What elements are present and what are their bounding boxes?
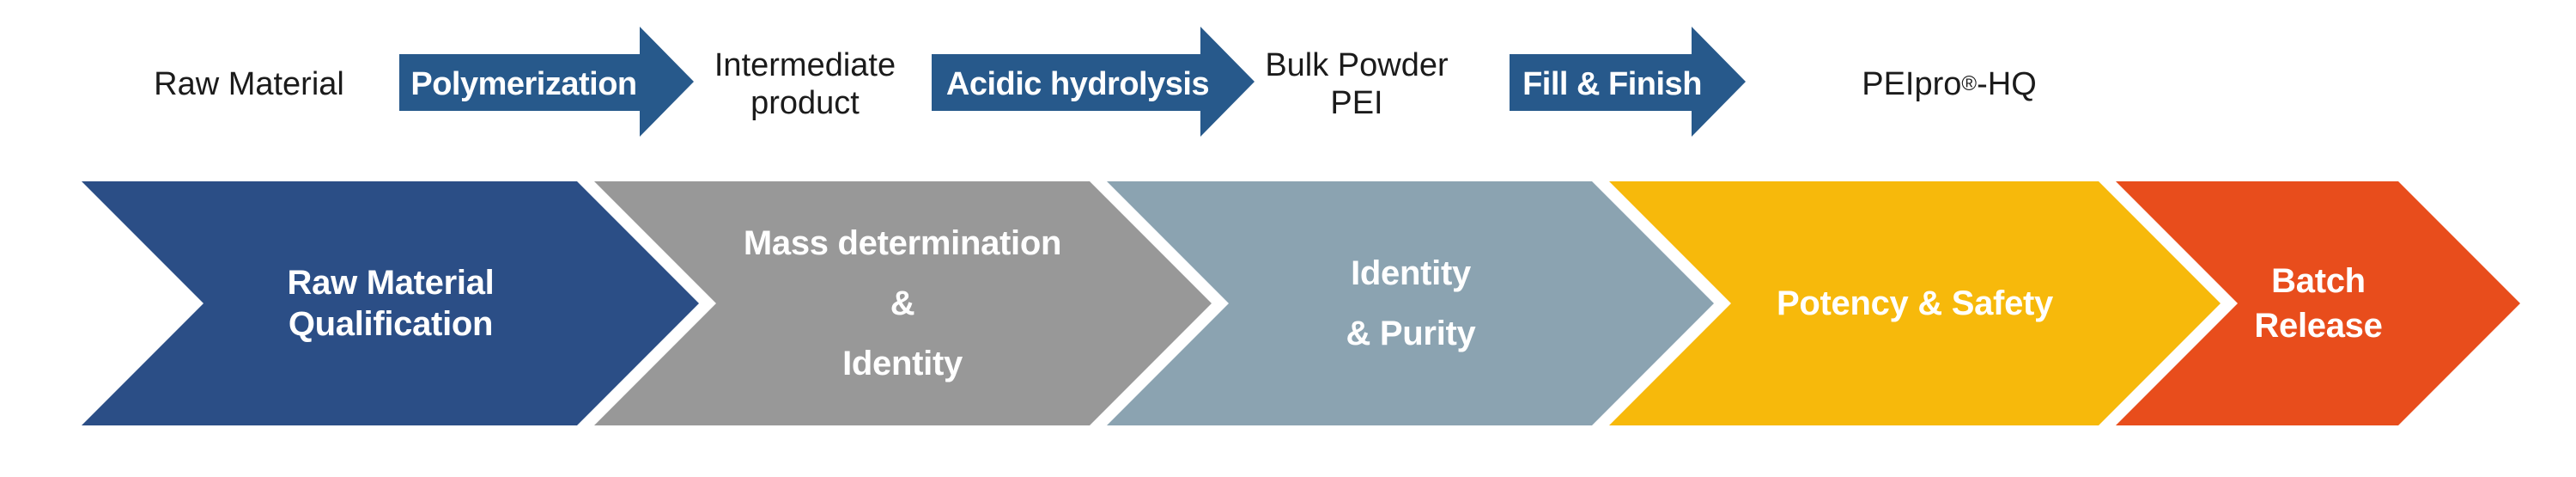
intermediate-product-label: Intermediate product [714,46,896,121]
qc-stage-chevron-potency-safety [1609,181,2221,425]
qc-stage-chevron-raw-material-qualification [82,181,699,425]
peipro-name: PEIpro [1862,65,1962,102]
qc-stage-chevron-mass-determination-identity [594,181,1212,425]
qc-stage-label-batch-release: Batch Release [2254,262,2383,345]
fill-finish-arrow-label: Fill & Finish [1522,65,1702,102]
polymerization-arrow-shape [399,27,694,137]
fill-finish-arrow-shape [1510,27,1746,137]
qc-stage-label-potency-safety: Potency & Safety [1777,284,2053,322]
qc-stage-label-mass-determination-identity: Mass determination & Identity [743,224,1062,382]
acidic-hydrolysis-arrow-shape [932,27,1255,137]
peipro-hq-product-label: PEIpro®-HQ [1862,65,2037,102]
acidic-hydrolysis-arrow-label: Acidic hydrolysis [945,65,1210,102]
qc-stage-label-identity-purity: Identity & Purity [1346,254,1476,352]
bulk-powder-pei-label: Bulk Powder PEI [1265,46,1449,121]
polymerization-arrow-label: Polymerization [410,65,637,102]
qc-stage-label-raw-material-qualification: Raw Material Qualification [287,264,495,343]
qc-stage-chevron-identity-purity [1107,181,1714,425]
peipro-suffix: -HQ [1977,65,2037,102]
qc-stage-chevron-batch-release [2116,181,2520,425]
raw-material-label: Raw Material [154,65,344,102]
